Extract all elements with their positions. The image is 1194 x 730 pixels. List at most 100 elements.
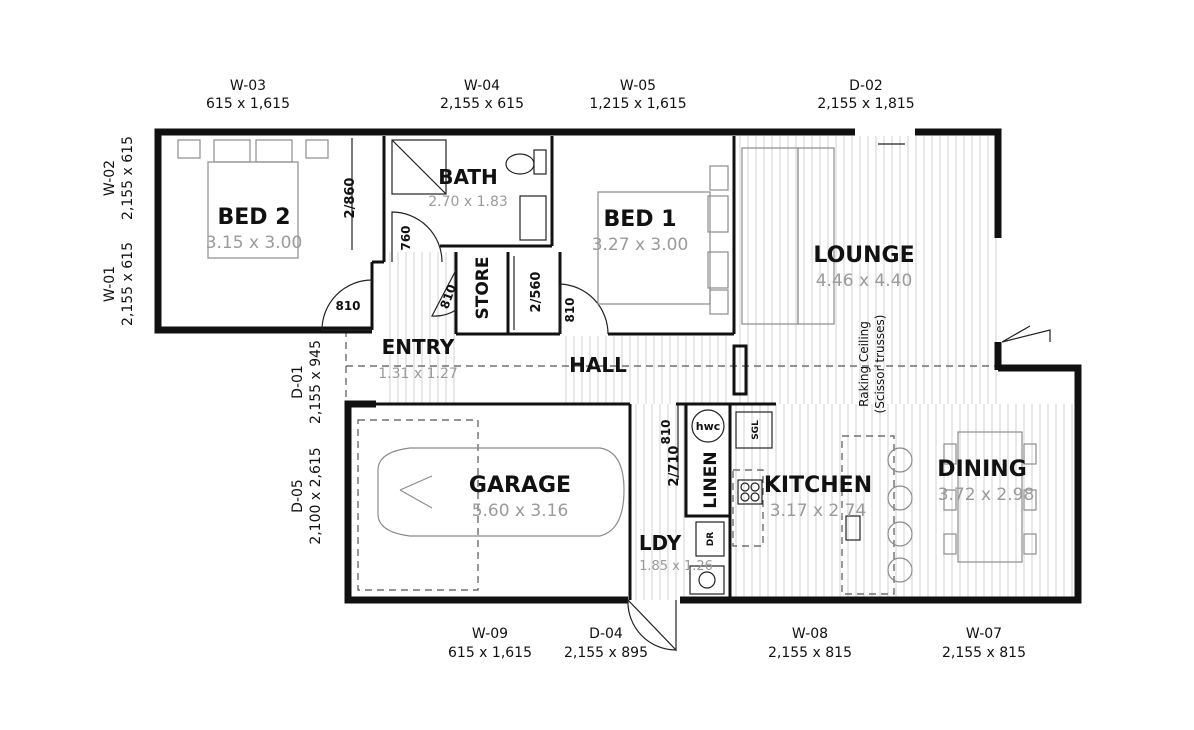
shower (391, 139, 447, 195)
bed2-side-table-left (177, 139, 201, 159)
door-swing-bath (391, 211, 443, 263)
french-door (1001, 325, 1051, 343)
door-swing-d04 (627, 599, 677, 652)
bed2-pillow-left (213, 139, 251, 163)
stool-3 (887, 521, 913, 547)
cooktop (737, 479, 763, 505)
dining-chair-1 (943, 443, 957, 465)
hwc-label: hwc (696, 420, 721, 433)
burner-4 (750, 492, 760, 502)
room-name-garage: GARAGE (469, 473, 571, 498)
room-name-bed2: BED 2 (217, 205, 290, 230)
dining-chair-6 (1023, 533, 1037, 555)
fridge-label: SGL (751, 420, 761, 440)
room-name-lounge: LOUNGE (813, 243, 914, 268)
window-size: 2,155 x 615 (120, 136, 136, 220)
door-swings (321, 138, 1051, 652)
linen-cupboard (684, 402, 732, 518)
room-size-kitchen: 3.17 x 2.74 (770, 501, 867, 521)
room-size-lounge: 4.46 x 4.40 (816, 271, 913, 291)
room-name-linen: LINEN (701, 451, 721, 508)
burner-1 (740, 482, 750, 492)
raking-ceiling-label: Raking Ceiling (857, 321, 871, 407)
window-labels-bottom: W-09 615 x 1,615 D-04 2,155 x 895 W-08 2… (448, 626, 1026, 661)
fixture-labels: hwc SGL DR (696, 420, 761, 546)
bed1-side-table-top (709, 165, 729, 191)
burner-2 (750, 482, 760, 492)
scissor-trusses-label: (Scissor trusses) (873, 315, 887, 414)
window-size: 615 x 1,615 (206, 96, 290, 112)
window-code: W-09 (472, 626, 508, 642)
door-code: D-01 (290, 365, 306, 399)
window-size: 2,155 x 815 (942, 645, 1026, 661)
bed1-pillow-top (707, 195, 729, 233)
room-size-ldy: 1.85 x 1.26 (639, 559, 713, 574)
door-label-linen: 2/710 (667, 446, 682, 487)
laundry-tub (689, 565, 725, 595)
car-line-2 (399, 489, 433, 509)
bed1-bed (597, 191, 711, 305)
vanity (519, 195, 547, 241)
exterior-walls (154, 128, 1082, 604)
door-code: D-04 (589, 626, 623, 642)
room-name-hall: HALL (569, 353, 627, 377)
door-size: 2,155 x 1,815 (817, 96, 914, 112)
stool-1 (887, 447, 913, 473)
window-code: W-08 (792, 626, 828, 642)
bed2-side-table-right (305, 139, 329, 159)
door-code: D-02 (849, 78, 883, 94)
dashed-outlines (345, 330, 1078, 595)
door-size: 2,155 x 945 (308, 340, 324, 424)
door-label-bed2: 810 (335, 299, 360, 313)
laundry-basin (698, 571, 716, 589)
door-swing-bed2 (321, 279, 373, 331)
wall-north-west (154, 128, 855, 334)
island-bench (841, 435, 895, 595)
window-size: 2,155 x 615 (120, 242, 136, 326)
garage-door-zone (357, 419, 479, 591)
wall-north-east (915, 128, 1002, 238)
burner-3 (740, 492, 750, 502)
room-name-bed1: BED 1 (603, 207, 676, 232)
cooktop-zone (732, 469, 764, 547)
door-size: 2,100 x 2,615 (308, 447, 324, 544)
ceiling-note: Raking Ceiling (Scissor trusses) (857, 315, 887, 414)
dining-chair-3 (943, 533, 957, 555)
door-swing-bed1 (559, 283, 609, 335)
bed2-pillow-right (255, 139, 293, 163)
room-name-dining: DINING (937, 457, 1027, 482)
wall-garage (344, 400, 628, 604)
stool-2 (887, 485, 913, 511)
furniture (177, 139, 1037, 595)
window-labels-left: W-02 2,155 x 615 W-01 2,155 x 615 D-01 2… (102, 136, 324, 545)
bed1-pillow-bottom (707, 251, 729, 289)
door-label-bed1: 810 (563, 297, 577, 322)
room-size-bed1: 3.27 x 3.00 (592, 235, 689, 255)
hall-column (732, 344, 748, 396)
window-labels-top: W-03 615 x 1,615 W-04 2,155 x 615 W-05 1… (206, 78, 915, 112)
room-size-bed2: 3.15 x 3.00 (206, 233, 303, 253)
window-size: 2,155 x 615 (440, 96, 524, 112)
toilet-cistern (533, 149, 547, 175)
door-label-robe-bed1: 2/560 (529, 272, 544, 313)
room-name-entry: ENTRY (382, 335, 455, 359)
stool-4 (887, 557, 913, 583)
window-size: 615 x 1,615 (448, 645, 532, 661)
window-code: W-02 (102, 160, 118, 196)
bed2-bed (207, 161, 299, 259)
dryer (695, 521, 725, 557)
room-size-entry: 1.31 x 1.27 (378, 366, 458, 382)
room-name-bath: BATH (438, 165, 498, 189)
lounge-sofa (741, 147, 799, 325)
bed1-side-table-bottom (709, 289, 729, 315)
hwc-circle (691, 409, 725, 443)
window-size: 1,215 x 1,615 (589, 96, 686, 112)
door-size: 2,155 x 895 (564, 645, 648, 661)
dining-table (957, 431, 1023, 563)
wall-south-east (680, 364, 1082, 604)
car (377, 447, 625, 537)
door-label-robe-bed2: 2/860 (343, 178, 358, 219)
room-name-store: STORE (473, 257, 493, 320)
door-label-bath: 760 (399, 225, 413, 250)
